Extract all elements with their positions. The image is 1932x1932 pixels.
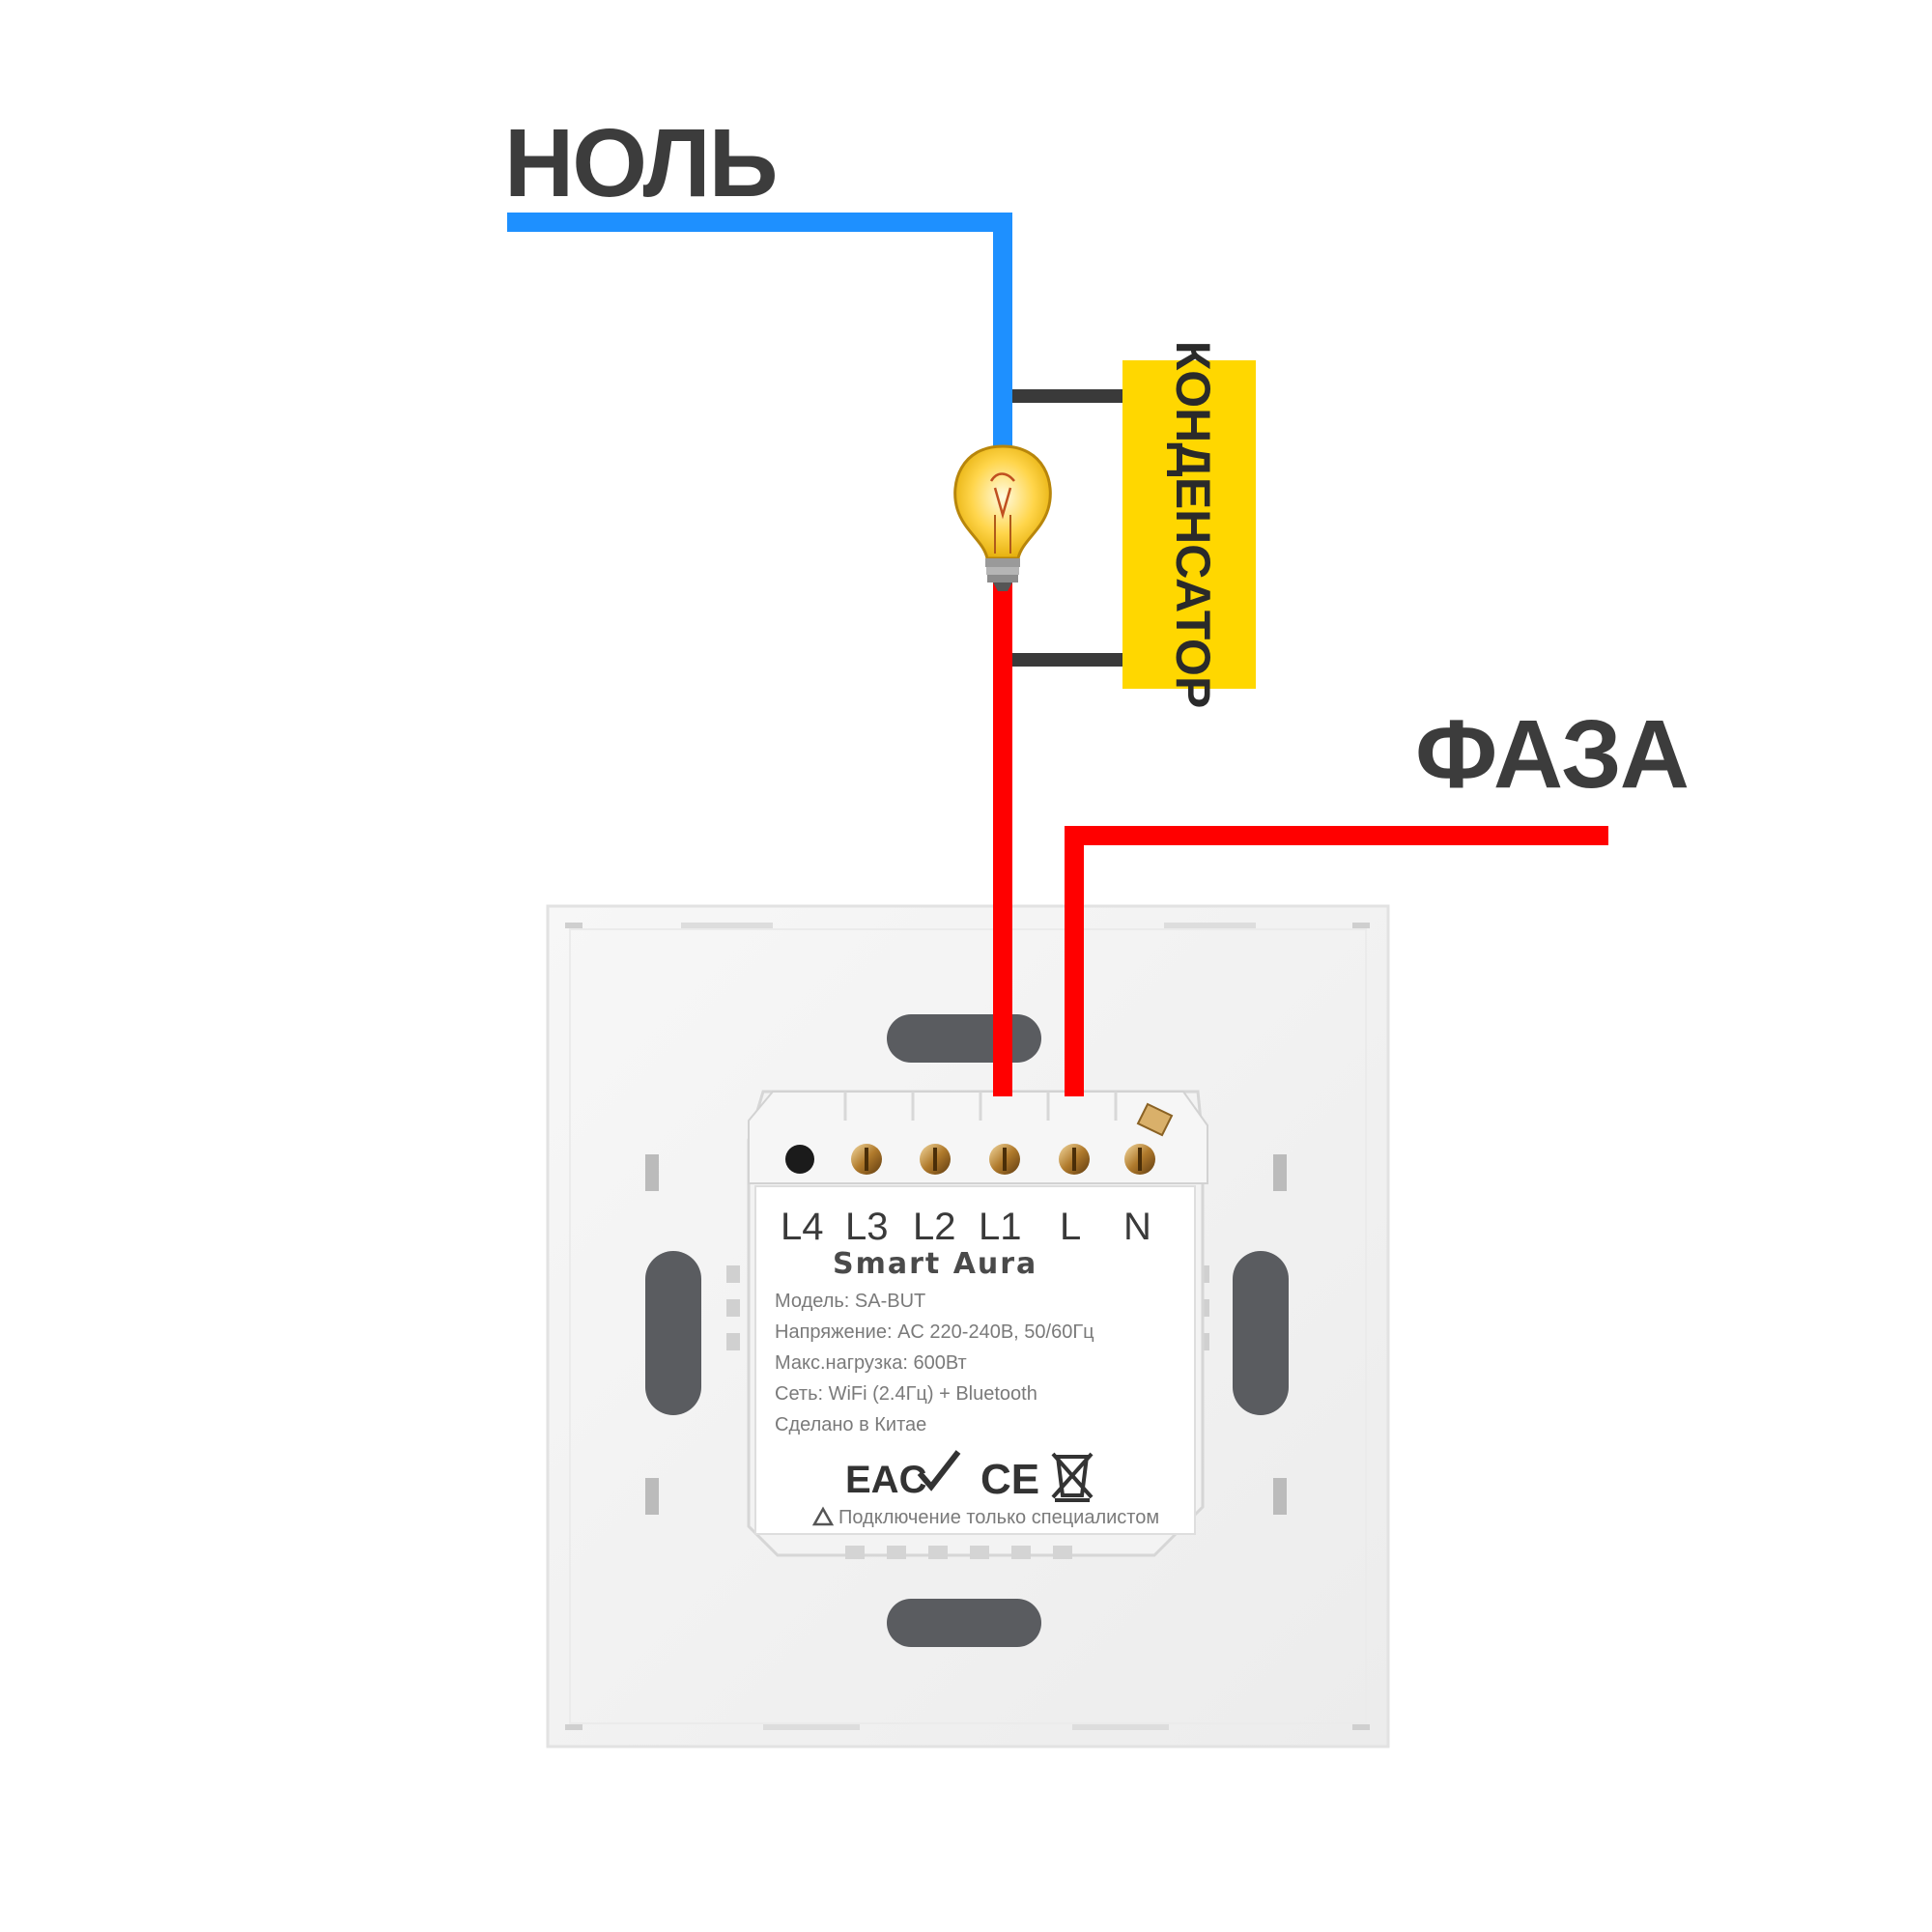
switch-module: L4 L3 L2 L1 L N Smart Aura Модель: SA-BU…	[747, 1090, 1208, 1559]
terminal-label-l3: L3	[845, 1206, 889, 1248]
spec-max-load: Макс.нагрузка: 600Вт	[775, 1352, 967, 1374]
warning-text: Подключение только специалистом	[838, 1507, 1159, 1528]
terminal-screw-l4[interactable]	[785, 1145, 814, 1174]
phase-label: ФАЗА	[1415, 700, 1688, 809]
weee-bin-icon	[1051, 1452, 1094, 1502]
light-bulb-icon	[953, 444, 1052, 591]
terminal-label-l4: L4	[781, 1206, 824, 1248]
ce-mark: CE	[980, 1456, 1039, 1503]
terminal-label-n: N	[1123, 1206, 1151, 1248]
spec-voltage: Напряжение: AC 220-240В, 50/60Гц	[775, 1321, 1094, 1343]
spec-model: Модель: SA-BUT	[775, 1291, 925, 1312]
brand-name: Smart Aura	[833, 1247, 1037, 1281]
mount-slot-top	[887, 1014, 1041, 1063]
check-mark-icon	[917, 1450, 961, 1492]
mount-slot-bottom	[887, 1599, 1041, 1647]
spec-network: Сеть: WiFi (2.4Гц) + Bluetooth	[775, 1383, 1037, 1405]
terminal-label-l1: L1	[979, 1206, 1022, 1248]
capacitor: КОНДЕНСАТОР	[1122, 341, 1256, 709]
terminal-label-l2: L2	[913, 1206, 956, 1248]
capacitor-label: КОНДЕНСАТОР	[1166, 341, 1220, 709]
spec-origin: Сделано в Китае	[775, 1414, 926, 1435]
switch-plate	[546, 904, 1390, 1748]
warning-icon	[811, 1506, 835, 1526]
mount-slot-left	[645, 1251, 701, 1415]
phase-wire	[1065, 826, 1608, 1096]
terminal-label-l: L	[1060, 1206, 1081, 1248]
neutral-label: НОЛЬ	[504, 109, 777, 217]
eac-mark: EAC	[845, 1459, 926, 1501]
neutral-wire	[507, 213, 1012, 449]
mount-slot-right	[1233, 1251, 1289, 1415]
